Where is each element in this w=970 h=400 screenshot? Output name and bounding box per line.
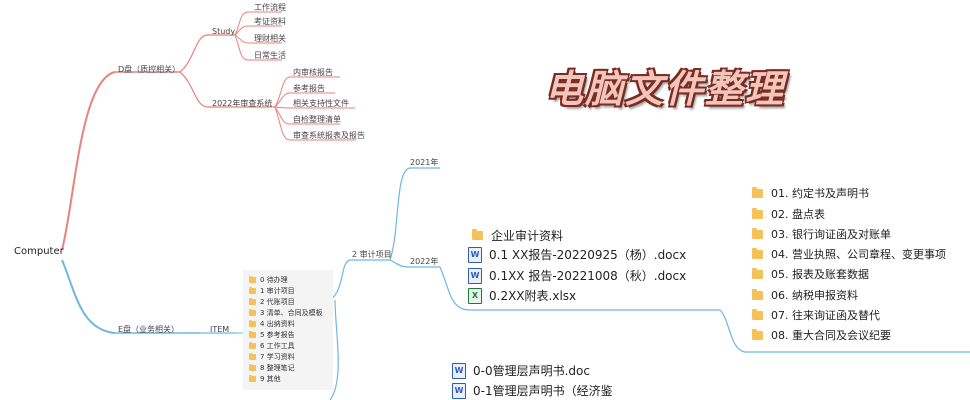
connector-d-study — [179, 34, 235, 73]
folder-icon — [472, 229, 483, 240]
item-folder-list: 0 待办理 1 审计项目 2 代账项目 3 清单、合同及模板 4 出纳资料 5 … — [243, 270, 333, 390]
folder-icon — [249, 297, 256, 305]
folder-icon — [249, 341, 256, 349]
study-item: 日常生活 — [254, 51, 286, 60]
connector-d-system — [179, 71, 275, 108]
folder-icon — [752, 267, 763, 279]
folder-icon — [752, 207, 763, 219]
folder-row[interactable]: 06. 纳税申报资料 — [752, 287, 858, 303]
study-item: 考证资料 — [254, 17, 286, 26]
item-folder[interactable]: 1 审计项目 — [249, 286, 295, 296]
item-folder[interactable]: 2 代账项目 — [249, 297, 295, 307]
page-title: 电脑文件整理 — [545, 67, 786, 111]
system-item: 审查系统报表及报告 — [293, 131, 365, 140]
item-folder[interactable]: 5 参考报告 — [249, 330, 295, 340]
folder-icon — [752, 227, 763, 239]
folder-icon — [249, 308, 256, 316]
folder-icon — [249, 330, 256, 338]
item-folder[interactable]: 6 工作工具 — [249, 341, 295, 351]
folder-icon — [249, 363, 256, 371]
folder-icon — [249, 286, 256, 294]
item-folder[interactable]: 7 学习资料 — [249, 352, 295, 362]
item-folder[interactable]: 8 整理笔记 — [249, 363, 295, 373]
connector-audit-2022 — [389, 259, 440, 268]
folder-row[interactable]: 03. 银行询证函及对账单 — [752, 226, 891, 242]
file-row[interactable]: 企业审计资料 — [472, 227, 563, 244]
word-doc-icon: W — [468, 267, 482, 284]
study-item: 理财相关 — [254, 34, 286, 43]
folder-row[interactable]: 07. 往来询证函及替代 — [752, 307, 880, 323]
connector-root-d — [61, 71, 116, 251]
system-item: 相关支持性文件 — [293, 99, 349, 108]
folder-icon — [752, 328, 763, 340]
item-folder[interactable]: 4 出纳资料 — [249, 319, 295, 329]
folder-icon — [249, 319, 256, 327]
study-item: 工作流程 — [254, 3, 286, 12]
connector-files-right — [719, 309, 970, 353]
excel-icon: X — [468, 287, 482, 304]
system-node: 2022年审查系统 — [212, 99, 273, 108]
folder-icon — [752, 247, 763, 259]
connector-audit-2021 — [389, 167, 440, 261]
folder-row[interactable]: 04. 营业执照、公司章程、变更事项 — [752, 246, 946, 262]
year-node: 2021年 — [410, 158, 439, 167]
folder-icon — [752, 308, 763, 320]
item-folder[interactable]: 0 待办理 — [249, 275, 288, 285]
folder-row[interactable]: 02. 盘点表 — [752, 206, 825, 222]
word-doc-icon: W — [452, 362, 466, 379]
d-drive-node: D盘（质控相关） — [118, 65, 181, 74]
folder-icon — [249, 374, 256, 382]
word-doc-icon: W — [468, 246, 482, 263]
item-folder[interactable]: 3 清单、合同及模板 — [249, 308, 323, 318]
folder-icon — [752, 288, 763, 300]
year-node: 2022年 — [410, 257, 439, 266]
item-node: ITEM — [210, 325, 230, 334]
connector-item-audit — [329, 259, 390, 301]
item-folder[interactable]: 9 其他 — [249, 374, 281, 384]
folder-row[interactable]: 05. 报表及账套数据 — [752, 266, 869, 282]
e-drive-node: E盘（业务相关） — [118, 325, 180, 334]
folder-icon — [249, 352, 256, 360]
connector-root-e — [61, 259, 116, 334]
audit-node: 2 审计项目 — [352, 250, 392, 259]
folder-row[interactable]: 08. 重大合同及会议纪要 — [752, 327, 891, 343]
system-item: 自检整理清单 — [293, 115, 341, 124]
root-node: Computer — [14, 246, 64, 257]
system-item: 参考报告 — [293, 84, 325, 93]
folder-icon — [752, 186, 763, 198]
folder-row[interactable]: 01. 约定书及声明书 — [752, 185, 869, 201]
study-node: Study — [212, 27, 236, 36]
folder-icon — [249, 275, 256, 283]
word-doc-icon: W — [452, 382, 466, 399]
system-item: 内审核报告 — [293, 68, 333, 77]
connector-2022-files — [439, 266, 720, 311]
